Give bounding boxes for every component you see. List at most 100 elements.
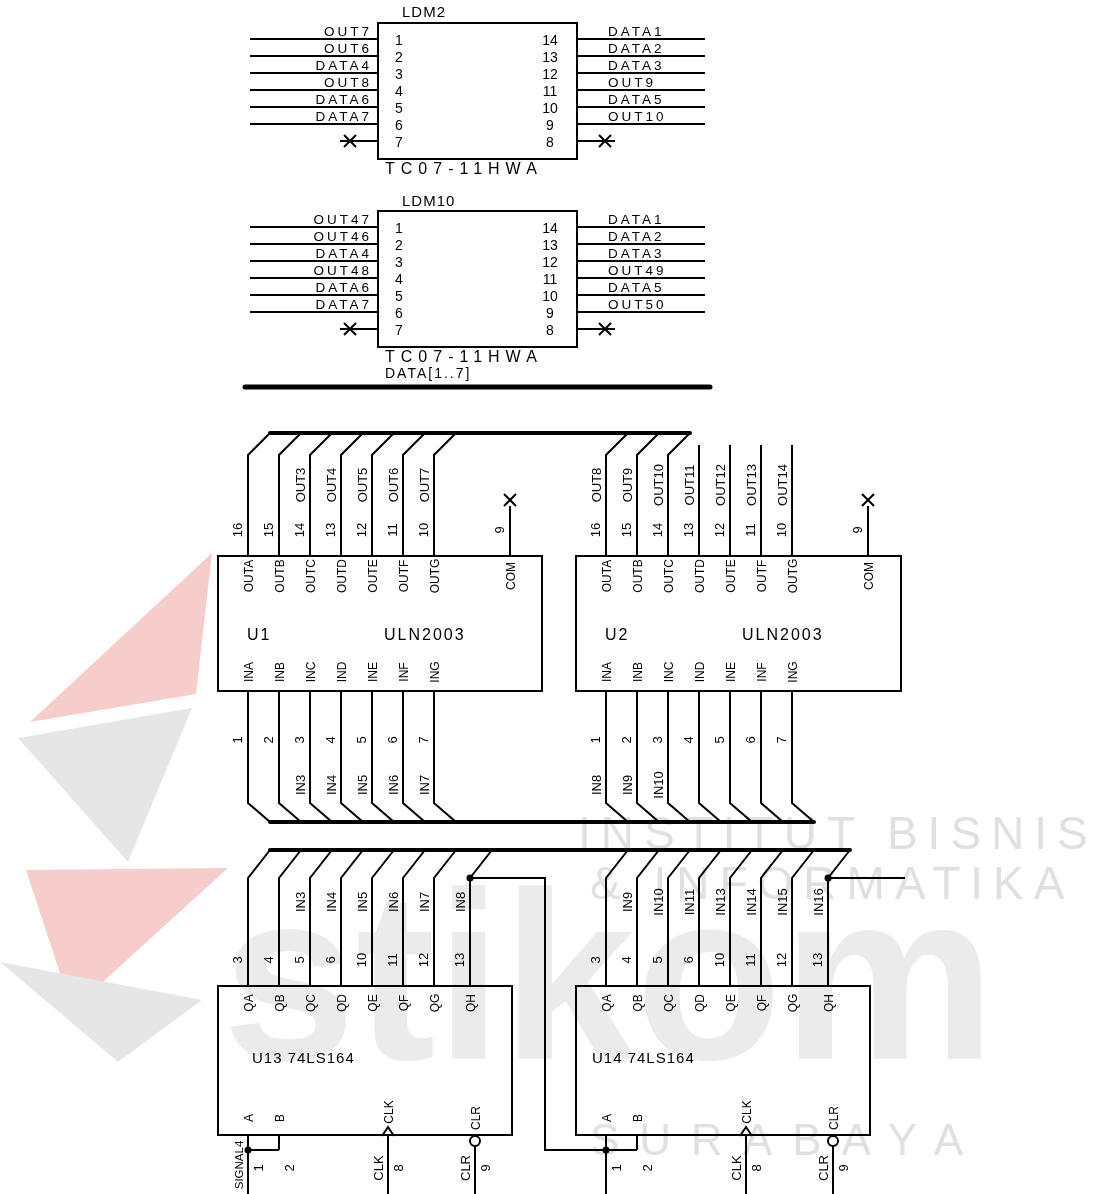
net-label: DATA1: [608, 24, 665, 39]
pin-number: 1: [395, 220, 403, 236]
net-label: DATA6: [315, 92, 372, 107]
pin-number: 14: [542, 220, 558, 236]
pin-name: OUTG: [786, 559, 800, 594]
pin-name: OUTA: [598, 560, 614, 592]
pin-number: 14: [292, 523, 307, 537]
pin-name: A: [242, 1114, 256, 1122]
pin-number: 13: [542, 49, 558, 65]
pin-name: COM: [860, 562, 876, 590]
pin-number: 9: [492, 526, 507, 533]
net-label: OUT14: [775, 464, 790, 506]
pin-number: 9: [850, 526, 865, 533]
pin-number: 1: [250, 1164, 266, 1171]
pin-name: B: [271, 1114, 287, 1122]
net-label: IN10: [650, 771, 666, 798]
pin-number: 5: [712, 736, 727, 743]
net-label: OUT10: [650, 464, 666, 506]
net-label: OUT7: [416, 468, 432, 503]
pin-name: INC: [662, 662, 676, 683]
pin-name: IND: [335, 662, 349, 683]
net-label: DATA7: [315, 296, 372, 312]
pin-name: INF: [395, 662, 411, 681]
net-label: OUT9: [620, 468, 635, 503]
pin-number: 11: [385, 523, 400, 537]
pin-number: 11: [543, 271, 558, 287]
net-label: OUT8: [324, 75, 372, 90]
pin-number: 10: [542, 288, 558, 304]
net-label: OUT4: [324, 468, 339, 503]
pin-number: 3: [649, 736, 665, 743]
pin-number: 7: [395, 134, 403, 150]
part-label: ULN2003: [384, 627, 466, 643]
pin-number: 6: [395, 117, 403, 133]
net-label: IN10: [651, 771, 666, 798]
pin-number: 10: [542, 288, 558, 304]
pin-name: COM: [862, 562, 876, 590]
pin-number: 5: [353, 736, 369, 743]
pin-number: 12: [353, 523, 369, 537]
pin-number: 10: [542, 100, 558, 116]
pin-number: 14: [542, 32, 558, 48]
pin-name: OUTA: [600, 560, 614, 592]
pin-name: IND: [691, 662, 707, 683]
net-label: OUT8: [324, 74, 372, 90]
pin-number: 1: [395, 32, 403, 48]
part-label: U1: [247, 626, 271, 643]
pin-number: 13: [681, 523, 696, 537]
net-label: OUT12: [713, 464, 728, 506]
net-label: DATA6: [315, 279, 372, 295]
pin-name: OUTE: [366, 559, 380, 592]
pin-number: 14: [649, 523, 665, 537]
watermark-logo: [30, 553, 212, 722]
pin-number: 8: [749, 1164, 764, 1171]
net-label: DATA6: [315, 91, 372, 107]
net-label: DATA3: [608, 246, 665, 261]
pin-name: COM: [504, 562, 518, 590]
pin-number: 7: [395, 134, 403, 150]
net-label: OUT48: [313, 263, 372, 278]
part-label: TC07-11HWA: [385, 161, 543, 177]
pin-name: OUTD: [691, 559, 707, 593]
pin-name: B: [273, 1114, 287, 1122]
pin-number: 2: [395, 49, 403, 65]
part-label: TC07-11HWA: [385, 349, 543, 365]
net-label: OUT11: [682, 465, 697, 506]
pin-number: 11: [543, 83, 558, 99]
net-label: DATA3: [608, 57, 665, 73]
net-label: DATA7: [315, 108, 372, 124]
pin-number: 12: [542, 66, 558, 82]
watermark-text: SURABAYA: [590, 1118, 983, 1162]
pin-name: OUTC: [302, 559, 318, 593]
net-label: OUT50: [608, 296, 667, 312]
net-label: IN8: [588, 775, 604, 795]
pin-number: 1: [251, 1164, 266, 1171]
pin-name: ING: [428, 661, 442, 682]
watermark-logo: [18, 708, 192, 862]
pin-number: 1: [230, 736, 245, 743]
pin-name: INC: [302, 662, 318, 683]
pin-name: INC: [304, 662, 318, 683]
pin-number: 12: [354, 523, 369, 537]
bus-line: [245, 385, 710, 390]
pin-number: 2: [395, 237, 403, 253]
net-label: CLR: [458, 1155, 473, 1181]
net-label: OUT49: [608, 262, 667, 278]
pin-number: 13: [322, 523, 338, 537]
bus-label: DATA[1..7]: [385, 365, 471, 381]
pin-number: 1: [229, 736, 245, 743]
pin-number: 2: [282, 1164, 297, 1171]
net-label: OUT3: [292, 468, 308, 503]
net-label: OUT6: [324, 41, 372, 56]
pin-number: 13: [680, 523, 696, 537]
net-label: OUT49: [608, 263, 667, 278]
pin-number: 6: [742, 736, 758, 743]
watermark-logo: [0, 962, 202, 1062]
pin-name: OUTD: [333, 559, 349, 593]
net-label: OUT7: [324, 23, 372, 39]
part-label: LDM2: [402, 4, 446, 20]
pin-number: 7: [773, 736, 789, 743]
pin-number: 10: [416, 523, 431, 537]
net-label: OUT46: [313, 229, 372, 244]
net-label: IN8: [589, 775, 604, 795]
pin-name: OUTD: [693, 559, 707, 593]
